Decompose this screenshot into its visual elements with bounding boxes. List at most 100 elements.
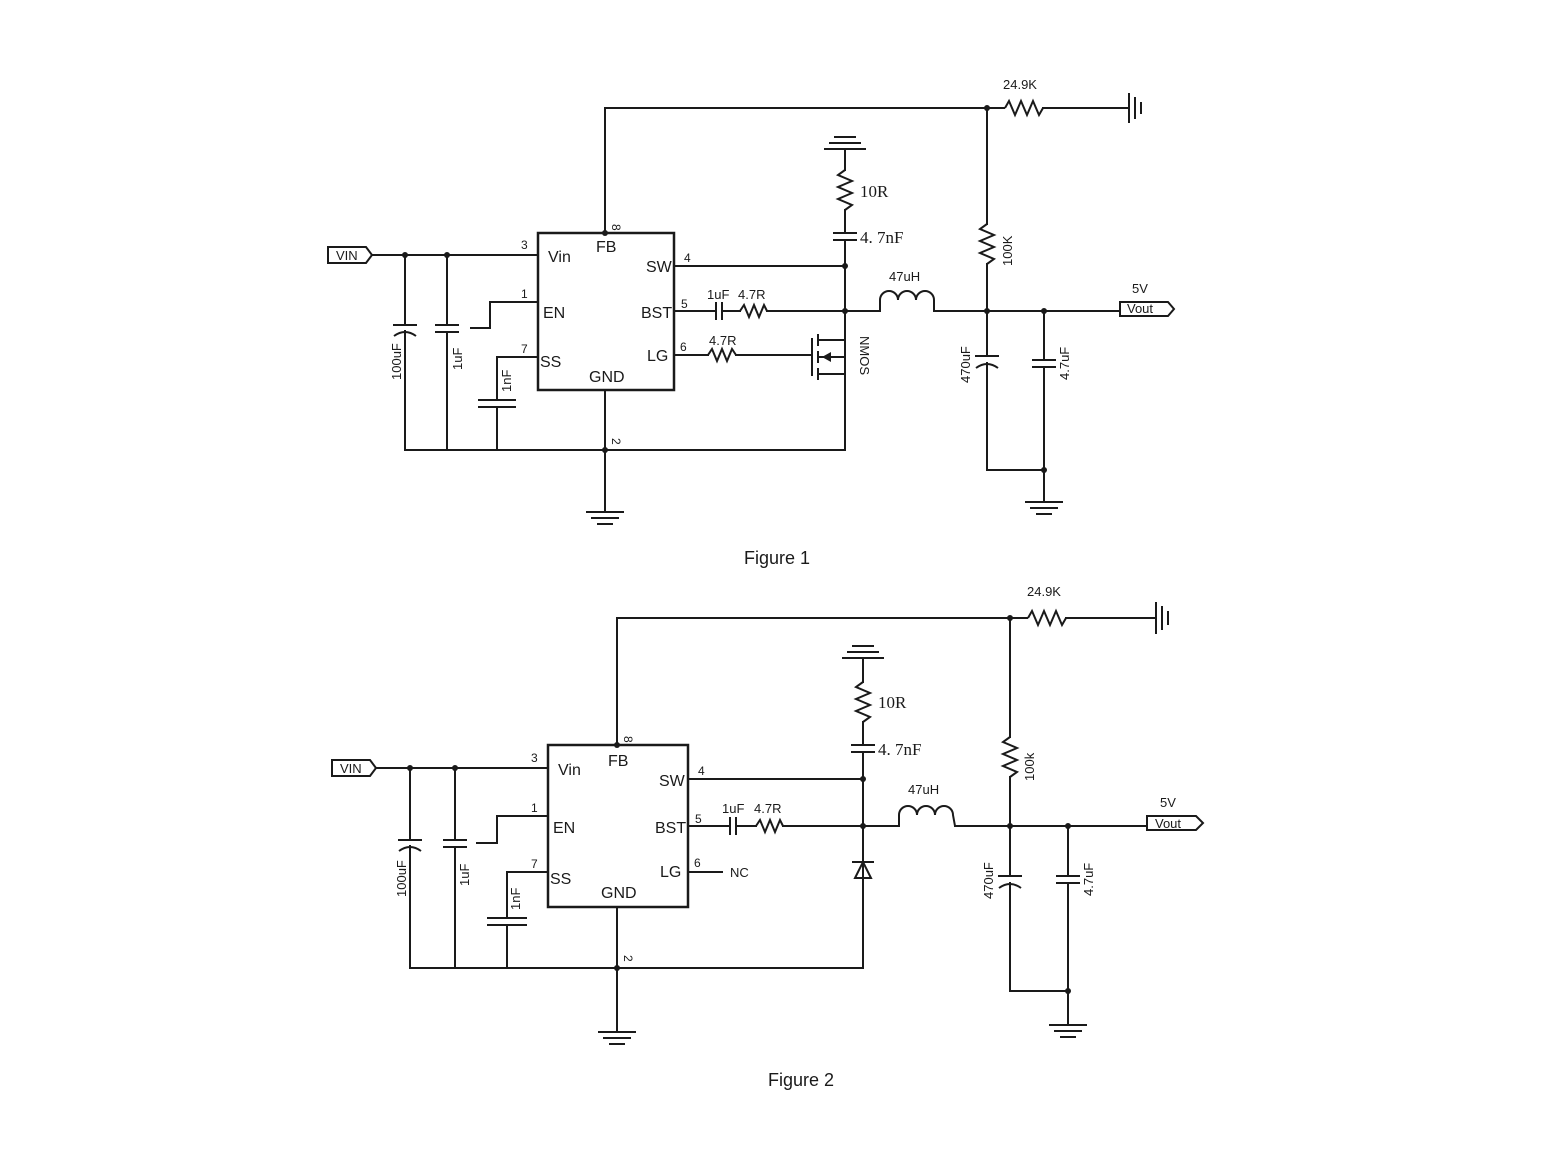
vout-port-2: Vout 5V (1146, 795, 1205, 831)
pin-number-bst-2: 5 (695, 812, 702, 826)
output-capacitor: 4.7uF (1032, 310, 1072, 503)
vin-port-label: VIN (336, 248, 358, 263)
pin-lg: LG (647, 348, 668, 365)
res-gate-label: 4.7R (709, 333, 736, 348)
pin-fb-2: FB (608, 753, 628, 770)
cap-bst-label: 1uF (707, 287, 729, 302)
pin-number-vin-2: 3 (531, 751, 538, 765)
input-bulk-capacitor-2: 100uF (394, 767, 422, 969)
res-100k-label: 100K (1000, 235, 1015, 266)
cap-470uf-label: 470uF (958, 346, 973, 383)
res-bst-label-2: 4.7R (754, 801, 781, 816)
pin-number-en: 1 (521, 287, 528, 301)
inductor-2: 47uH (898, 782, 1148, 827)
output-bulk-capacitor: 470uF (958, 310, 999, 471)
cap-1nf-label: 1nF (499, 370, 514, 392)
output-ground-symbol-2 (1049, 1024, 1087, 1038)
figure-1-caption: Figure 1 (744, 548, 810, 568)
bootstrap-network: 1uF 4.7R 5 (673, 287, 881, 320)
controller-ic-2: Vin FB SW EN BST SS LG GND (546, 743, 690, 909)
soft-start-capacitor-2: 1nF 7 (487, 857, 548, 969)
vout-port: Vout 5V (1119, 281, 1176, 317)
pin-vin-2: Vin (558, 762, 581, 779)
ground-symbol (586, 511, 624, 525)
snubber-network: 10R 4. 7nF (824, 136, 903, 451)
pin-number-lg-2: 6 (694, 856, 701, 870)
cap-bst-label-2: 1uF (722, 801, 744, 816)
cap-1uf-label: 1uF (450, 348, 465, 370)
res-10r-label-2: 10R (878, 693, 907, 712)
pin-en-2: EN (553, 820, 575, 837)
pin-sw: SW (646, 259, 673, 276)
pin-number-fb: 8 (609, 224, 623, 231)
pin-number-gnd: 2 (609, 438, 623, 445)
pin-gnd: GND (589, 369, 625, 386)
pin-number-bst: 5 (681, 297, 688, 311)
vout-voltage-label-2: 5V (1160, 795, 1176, 810)
res-bst-label: 4.7R (738, 287, 765, 302)
feedback-resistor: 100K (977, 107, 1015, 312)
lg-nc-label: NC (730, 865, 749, 880)
vin-port: VIN (327, 246, 374, 264)
output-bulk-capacitor-2: 470uF (981, 825, 1022, 992)
nmos-label: NMOS (857, 336, 872, 375)
inductor: 47uH (879, 269, 1121, 312)
cap-1nf-label-2: 1nF (508, 888, 523, 910)
cap-4-7nf-label-2: 4. 7nF (878, 740, 921, 759)
inductor-label-2: 47uH (908, 782, 939, 797)
nmos-transistor: NMOS (811, 311, 872, 450)
pin-number-fb-2: 8 (621, 736, 635, 743)
input-capacitor: 1uF (435, 254, 465, 451)
vin-port-label-2: VIN (340, 761, 362, 776)
vout-voltage-label: 5V (1132, 281, 1148, 296)
res-24-9k-label: 24.9K (1003, 77, 1037, 92)
vout-port-label-2: Vout (1155, 816, 1181, 831)
cap-4-7nf-label: 4. 7nF (860, 228, 903, 247)
cap-4-7uf-label-2: 4.7uF (1081, 863, 1096, 896)
pin-gnd-2: GND (601, 885, 637, 902)
pin-number-en-2: 1 (531, 801, 538, 815)
cap-1uf-label-2: 1uF (457, 864, 472, 886)
pin-number-sw: 4 (684, 251, 691, 265)
controller-ic: Vin FB SW EN BST SS LG GND (536, 231, 676, 392)
output-capacitor-2: 4.7uF (1056, 825, 1096, 1026)
feedback-top-resistor: 24.9K (1003, 77, 1142, 123)
pin-fb: FB (596, 239, 616, 256)
pin-number-vin: 3 (521, 238, 528, 252)
figure-2-caption: Figure 2 (768, 1070, 834, 1090)
output-ground-symbol (1025, 501, 1063, 515)
pin-bst: BST (641, 305, 672, 322)
cap-470uf-label-2: 470uF (981, 862, 996, 899)
pin-number-lg: 6 (680, 340, 687, 354)
figure-1-schematic: VIN 3 100uF 1uF 1 (327, 77, 1176, 568)
figure-2-schematic: VIN 3 100uF 1uF 1 1nF 7 (331, 584, 1205, 1090)
res-24-9k-label-2: 24.9K (1027, 584, 1061, 599)
res-10r-label: 10R (860, 182, 889, 201)
res-100k-label-2: 100k (1022, 752, 1037, 781)
snubber-network-2: 10R 4. 7nF (842, 645, 921, 969)
pin-vin: Vin (548, 249, 571, 266)
pin-en: EN (543, 305, 565, 322)
ground-symbol-2 (598, 1031, 636, 1045)
input-bulk-capacitor: 100uF (389, 254, 417, 451)
cap-100uf-label-2: 100uF (394, 860, 409, 897)
pin-number-gnd-2: 2 (621, 955, 635, 962)
pin-number-ss: 7 (521, 342, 528, 356)
pin-number-ss-2: 7 (531, 857, 538, 871)
pin-ss: SS (540, 354, 561, 371)
pin-ss-2: SS (550, 871, 571, 888)
pin-number-sw-2: 4 (698, 764, 705, 778)
bootstrap-network-2: 1uF 4.7R 5 (687, 801, 900, 835)
vin-port-2: VIN (331, 759, 378, 777)
pin-sw-2: SW (659, 773, 686, 790)
inductor-label: 47uH (889, 269, 920, 284)
low-side-gate-network: 4.7R 6 (673, 333, 811, 364)
soft-start-capacitor: 1nF 7 (478, 342, 538, 451)
pin-lg-2: LG (660, 864, 681, 881)
cap-100uf-label: 100uF (389, 343, 404, 380)
freewheel-diode (852, 859, 874, 879)
cap-4-7uf-label: 4.7uF (1057, 347, 1072, 380)
pin-bst-2: BST (655, 820, 686, 837)
feedback-resistor-2: 100k (1000, 617, 1037, 827)
feedback-top-resistor-2: 24.9K (1027, 584, 1169, 634)
